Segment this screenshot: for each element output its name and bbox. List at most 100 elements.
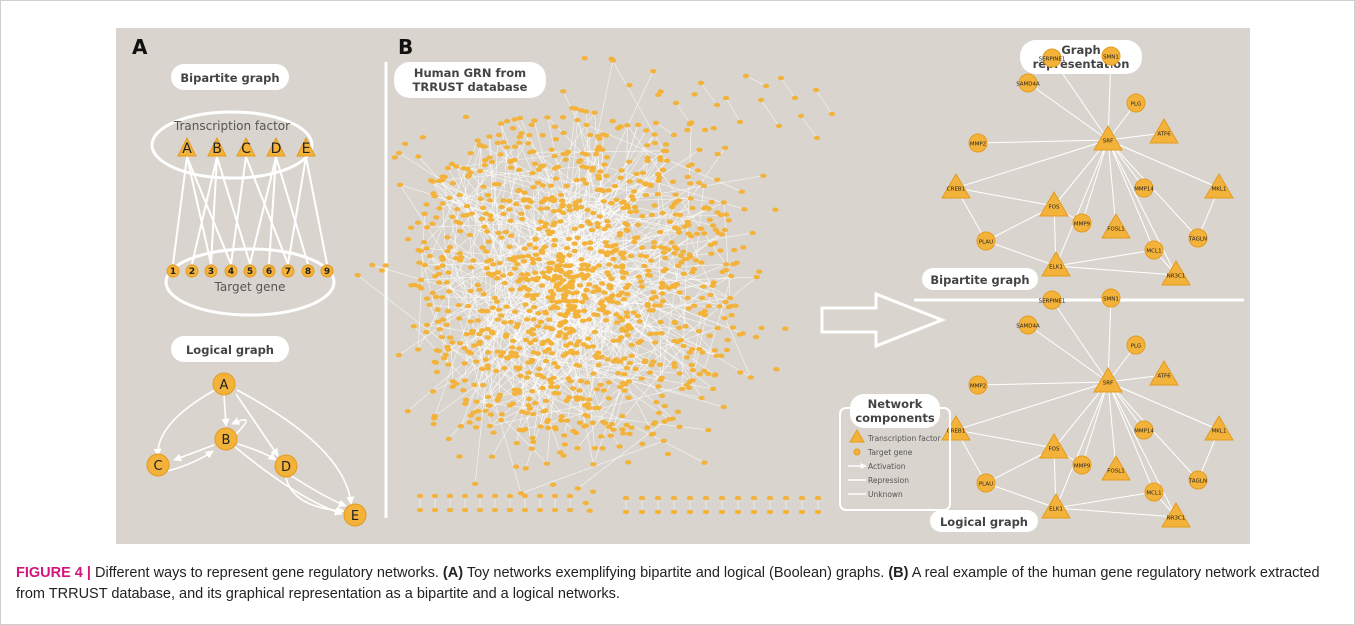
tf-group-ellipse: [150, 110, 314, 180]
human-grn-network: [354, 56, 836, 515]
gene-label-mmp9: MMP9: [1074, 222, 1091, 228]
target-node-5: 5: [247, 267, 253, 277]
logical-title-pill: [171, 336, 289, 362]
bipartite-label-pill: [922, 268, 1038, 290]
gene-label-fos: FOS: [1049, 205, 1060, 211]
panel-b-label: B: [398, 35, 413, 59]
gene-label-mmp9: MMP9: [1074, 464, 1091, 470]
gene-node-tagln: [1188, 470, 1208, 490]
gene-node-fos: [1039, 433, 1069, 459]
logical-label-pill: [930, 510, 1038, 532]
target-group-label: Target gene: [214, 280, 286, 294]
tf-triangles: [177, 136, 316, 157]
figure-svg: A B Bipartite graph Transcription factor…: [132, 35, 1244, 532]
gene-label-mkl1: MKL1: [1212, 429, 1227, 435]
gene-node-atf6: [1149, 118, 1179, 144]
target-node-4: 4: [228, 267, 234, 277]
arrow-icon: [820, 291, 947, 349]
graph-representation-line1: Graph: [1061, 43, 1100, 57]
tf-node-b: B: [212, 141, 222, 157]
gene-label-srf: SRF: [1103, 139, 1113, 145]
gene-label-creb1: CREB1: [947, 429, 965, 435]
gene-node-mmp14: [1134, 178, 1154, 198]
gene-label-mmp2: MMP2: [970, 384, 986, 390]
gene-node-atf6: [1149, 360, 1179, 386]
gene-node-fosl1: [1101, 455, 1131, 481]
bipartite-edges: [172, 156, 328, 265]
gene-label-elk1: ELK1: [1049, 507, 1063, 513]
gene-node-smn1: [1101, 46, 1121, 66]
legend-title-line1: Network: [868, 397, 923, 411]
gene-label-mmp14: MMP14: [1134, 187, 1154, 193]
legend-item-repression: Repression: [868, 476, 909, 485]
legend-circle-icon: [853, 448, 861, 456]
gene-node-mmp9: [1072, 455, 1092, 475]
caption-b-ref: (B): [888, 565, 909, 581]
gene-node-fosl1: [1101, 213, 1131, 239]
gene-label-mmp14: MMP14: [1134, 429, 1154, 435]
gene-label-elk1: ELK1: [1049, 265, 1063, 271]
gene-label-fos: FOS: [1049, 447, 1060, 453]
caption-a-text: Toy networks exemplifying bipartite and …: [463, 565, 889, 581]
gene-node-samd4a: [1018, 73, 1038, 93]
caption-figure-label: FIGURE 4 |: [16, 565, 91, 581]
gene-label-tagln: TAGLN: [1188, 237, 1207, 243]
bipartite-label: Bipartite graph: [930, 273, 1029, 287]
bipartite-title-pill: [171, 64, 289, 90]
figure-caption: FIGURE 4 | Different ways to represent g…: [16, 563, 1336, 605]
legend-title-line2: components: [855, 411, 935, 425]
target-node-9: 9: [324, 267, 330, 277]
tf-node-a: A: [182, 141, 192, 157]
tf-node-e: E: [302, 141, 311, 157]
gene-node-mmp9: [1072, 213, 1092, 233]
gene-label-fosl1: FOSL1: [1107, 469, 1125, 475]
gene-label-srf: SRF: [1103, 381, 1113, 387]
grn-title-line2: TRRUST database: [413, 80, 528, 94]
network-components-legend: Network components Transcription factor …: [839, 394, 951, 511]
gene-node-elk1: [1041, 493, 1071, 519]
caption-a-ref: (A): [442, 565, 464, 581]
gene-node-mcl1: [1144, 240, 1164, 260]
gene-node-plg: [1126, 335, 1146, 355]
gene-node-plg: [1126, 93, 1146, 113]
logical-edges: [153, 389, 355, 516]
gene-node-plau: [976, 473, 996, 493]
gene-label-creb1: CREB1: [947, 187, 965, 193]
logical-node-a: A: [220, 378, 229, 393]
logical-label: Logical graph: [940, 515, 1028, 529]
gene-label-plg: PLG: [1131, 102, 1142, 108]
gene-node-smn1: [1101, 288, 1121, 308]
gene-node-serpine1: [1042, 290, 1062, 310]
logical-node-c: C: [153, 459, 162, 474]
target-gene-nodes: [166, 264, 334, 278]
gene-label-smn1: SMN1: [1103, 297, 1119, 303]
tf-node-d: D: [271, 141, 282, 157]
gene-node-fos: [1039, 191, 1069, 217]
logical-node-b: B: [222, 433, 231, 448]
gene-node-nr3c1: [1161, 502, 1191, 528]
gene-node-srf: [1093, 367, 1123, 393]
gene-label-mcl1: MCL1: [1146, 249, 1161, 255]
gene-label-plau: PLAU: [979, 482, 993, 488]
gene-node-creb1: [941, 173, 971, 199]
target-node-8: 8: [305, 267, 311, 277]
legend-item-activation: Activation: [868, 462, 906, 471]
gene-node-mmp2: [968, 133, 988, 153]
gene-node-mkl1: [1204, 173, 1234, 199]
gene-label-serpine1: SERPINE1: [1039, 57, 1066, 63]
gene-label-mcl1: MCL1: [1146, 491, 1161, 497]
gene-label-mmp2: MMP2: [970, 142, 986, 148]
legend-item-target: Target gene: [867, 448, 913, 457]
gene-label-nr3c1: NR3C1: [1167, 516, 1186, 522]
gene-label-nr3c1: NR3C1: [1167, 274, 1186, 280]
gene-label-plg: PLG: [1131, 344, 1142, 350]
grn-title-pill: [394, 62, 546, 98]
gene-label-smn1: SMN1: [1103, 55, 1119, 61]
gene-label-tagln: TAGLN: [1188, 479, 1207, 485]
legend-item-unknown: Unknown: [868, 490, 903, 499]
gene-label-samd4a: SAMD4A: [1016, 324, 1040, 330]
gene-node-serpine1: [1042, 48, 1062, 68]
gene-node-elk1: [1041, 251, 1071, 277]
gene-node-mcl1: [1144, 482, 1164, 502]
